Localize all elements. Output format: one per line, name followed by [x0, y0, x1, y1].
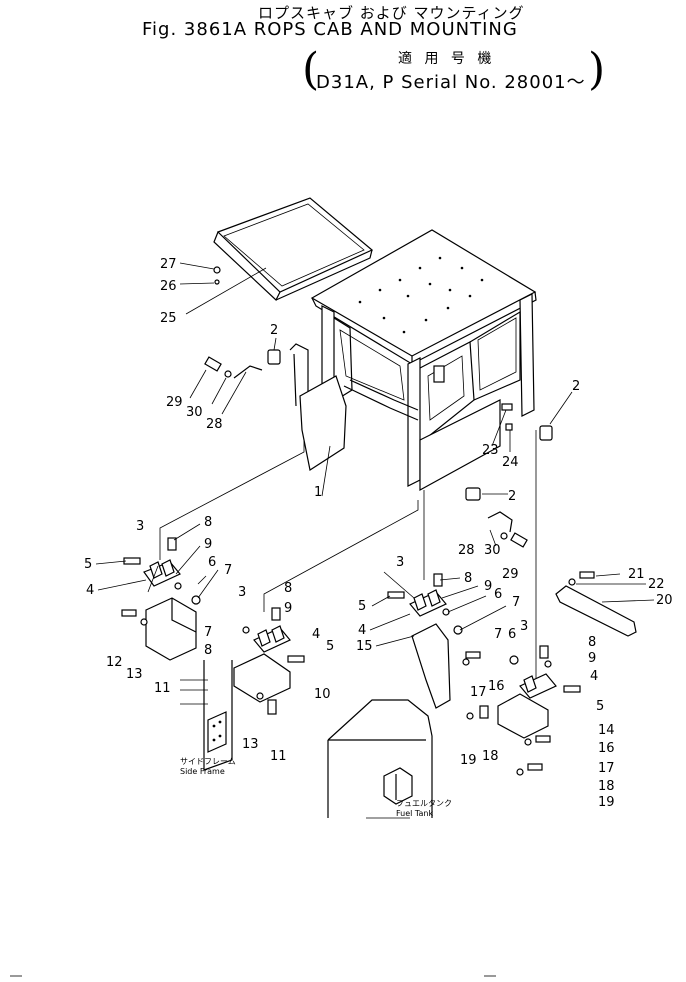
callout-18-left: 18: [482, 749, 499, 764]
callout-29: 29: [166, 395, 183, 410]
callout-19-left: 19: [460, 753, 477, 768]
callout-8-front: 8: [588, 635, 596, 650]
callout-8-center: 8: [284, 581, 292, 596]
mount-bracket-center: [233, 607, 305, 715]
callout-leaders: [95, 262, 646, 647]
callout-7-front: 7: [494, 627, 502, 642]
callout-8: 8: [204, 515, 212, 530]
callout-20: 20: [656, 593, 673, 608]
callout-24: 24: [502, 455, 519, 470]
callout-1: 1: [314, 485, 322, 500]
hardware-upper: [204, 266, 528, 548]
callout-numbers: 27 26 25 2 29 30 28 1 2 23 24 2 28 30 29…: [84, 257, 673, 810]
callout-2: 2: [270, 323, 278, 338]
applicability-japanese: 適 用 号 機: [398, 51, 496, 67]
callout-23: 23: [482, 443, 499, 458]
step-plate: [555, 571, 655, 637]
callout-9-front: 9: [588, 651, 596, 666]
leader-lines: [159, 430, 537, 680]
callout-21: 21: [628, 567, 645, 582]
callout-12: 12: [106, 655, 123, 670]
callout-5-front: 5: [596, 699, 604, 714]
mount-bracket-left: [123, 537, 201, 605]
title-japanese: ロプスキャブ および マウンティング: [258, 4, 525, 22]
callout-7-right: 7: [512, 595, 520, 610]
callout-6: 6: [208, 555, 216, 570]
bracket-open: (: [302, 44, 320, 95]
callout-29-right: 29: [502, 567, 519, 582]
callout-9-center: 9: [284, 601, 292, 616]
fuel-tank: [327, 699, 433, 819]
callout-22: 22: [648, 577, 665, 592]
callout-28: 28: [206, 417, 223, 432]
side-frame: [180, 660, 233, 771]
callout-7-center: 7: [204, 625, 212, 640]
callout-11: 11: [154, 681, 171, 696]
callout-10: 10: [314, 687, 331, 702]
callout-4-center: 4: [312, 627, 320, 642]
side-frame-label-jp: サイドフレーム: [180, 757, 236, 766]
callout-30-right: 30: [484, 543, 501, 558]
callout-6-front: 6: [508, 627, 516, 642]
callout-9-right: 9: [484, 579, 492, 594]
callout-16: 16: [488, 679, 505, 694]
rops-cab: [289, 229, 537, 492]
callout-9: 9: [204, 537, 212, 552]
figure-title: Fig. 3861A ROPS CAB AND MOUNTING: [142, 19, 518, 40]
callout-3-center: 3: [238, 585, 246, 600]
callout-4: 4: [86, 583, 94, 598]
callout-17: 17: [470, 685, 487, 700]
callout-11-center: 11: [270, 749, 287, 764]
callout-17-front: 17: [598, 761, 615, 776]
callout-3-right: 3: [396, 555, 404, 570]
mount-bracket-right-front: [462, 645, 581, 776]
callout-13: 13: [126, 667, 143, 682]
callout-30: 30: [186, 405, 203, 420]
callout-8-center-low: 8: [204, 643, 212, 658]
callout-13-center: 13: [242, 737, 259, 752]
callout-25: 25: [160, 311, 177, 326]
mount-bracket-right: [387, 573, 463, 709]
callout-4-right: 4: [358, 623, 366, 638]
serial-number: D31A, P Serial No. 28001～: [316, 72, 586, 93]
callout-28-right: 28: [458, 543, 475, 558]
frame-bracket-left: [121, 597, 197, 661]
fuel-tank-label-en: Fuel Tank: [396, 809, 433, 818]
bracket-close: ): [588, 44, 606, 95]
callout-27: 27: [160, 257, 177, 272]
callout-26: 26: [160, 279, 177, 294]
callout-18: 18: [598, 779, 615, 794]
callout-3: 3: [136, 519, 144, 534]
callout-7: 7: [224, 563, 232, 578]
callout-19: 19: [598, 795, 615, 810]
callout-15: 15: [356, 639, 373, 654]
callout-5-center: 5: [326, 639, 334, 654]
callout-2-mount: 2: [508, 489, 516, 504]
callout-5: 5: [84, 557, 92, 572]
callout-8-right: 8: [464, 571, 472, 586]
fuel-tank-label-jp: フュエルタンク: [396, 799, 452, 808]
component-labels: サイドフレーム Side Frame フュエルタンク Fuel Tank: [180, 757, 452, 818]
callout-4-front: 4: [590, 669, 598, 684]
roof-panel: [213, 197, 374, 301]
callout-5-right: 5: [358, 599, 366, 614]
callout-14: 14: [598, 723, 615, 738]
callout-6-right: 6: [494, 587, 502, 602]
callout-16-front: 16: [598, 741, 615, 756]
callout-3-front: 3: [520, 619, 528, 634]
callout-2-right: 2: [572, 379, 580, 394]
side-frame-label-en: Side Frame: [180, 767, 225, 776]
